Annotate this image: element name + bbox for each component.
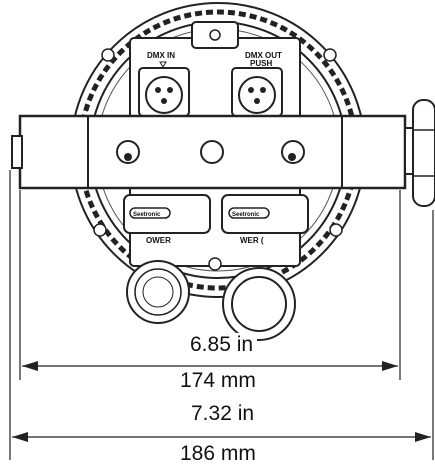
push-label: PUSH [250, 59, 272, 68]
inner-dimension-inches: 6.85 in [186, 333, 258, 357]
dmx-in-connector: DMX IN [138, 51, 190, 117]
dimension-lines [9, 170, 434, 460]
power-out-label: WER ( [240, 236, 264, 245]
brand-right-label: Seetronic [232, 212, 260, 218]
power-in-label: OWER [146, 236, 171, 245]
brand-left-label: Seetronic [133, 212, 161, 218]
tilt-knob [404, 99, 435, 207]
dmx-out-connector: DMX OUT PUSH [231, 51, 283, 117]
dmx-in-label: DMX IN [147, 51, 175, 60]
power-plugs [126, 260, 296, 341]
dmx-out-label: DMX OUT [245, 51, 282, 60]
mounting-bracket [11, 114, 407, 190]
outer-dimension-mm: 186 mm [176, 442, 260, 466]
outer-dimension-inches: 7.32 in [187, 402, 259, 426]
inner-dimension-mm: 174 mm [176, 369, 260, 393]
power-connectors: Seetronic Seetronic OWER WER ( [123, 194, 309, 245]
